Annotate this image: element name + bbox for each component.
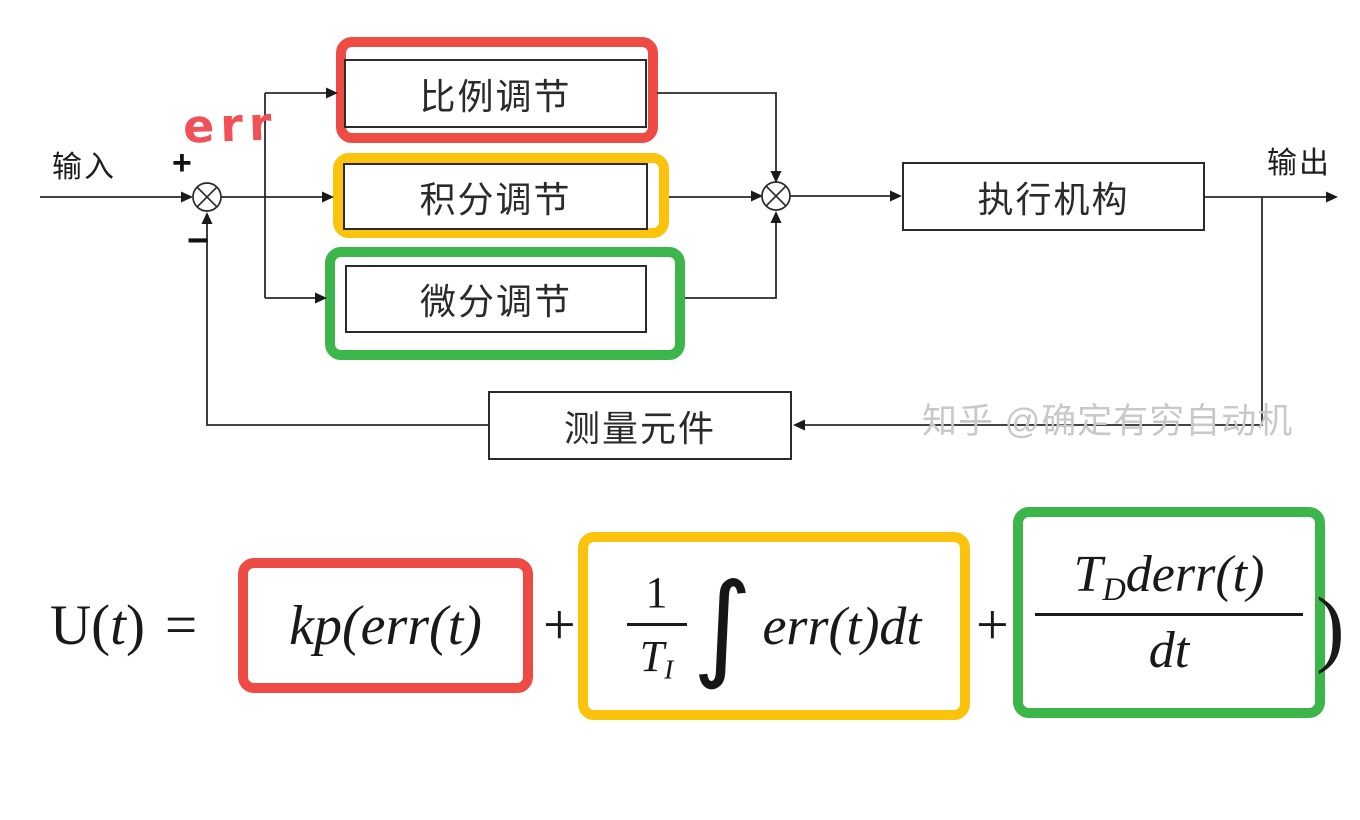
i-coefficient-fraction: 1 TI [626,567,687,686]
formula-closing-paren: ) [1316,579,1345,675]
p-term-highlight-red: kp(err(t) [238,558,533,693]
p-term: kp(err(t) [289,594,482,657]
minus-sign: − [187,220,210,262]
sensor-block: 测量元件 [488,391,792,460]
d-term-fraction: TDderr(t) dt [1035,545,1303,680]
i-term-integrand: err(t)dt [762,596,922,656]
derivative-block-label: 微分调节 [419,281,572,322]
actuator-block: 执行机构 [902,162,1205,231]
formula-plus-1: + [543,592,576,657]
summing-junction-output [761,181,791,211]
actuator-block-label: 执行机构 [977,178,1130,220]
formula-equals: = [164,594,198,657]
integral-block: 积分调节 [343,163,648,230]
formula-lhs-u: U( [50,594,111,657]
i-frac-den-base: T [639,631,665,681]
integral-sign: ∫ [692,559,753,693]
i-frac-numerator: 1 [645,567,668,617]
formula-lhs-close: ) [126,594,145,657]
i-frac-den-sub: I [664,654,674,685]
plus-sign: + [172,144,192,182]
i-term-highlight-yellow: 1 TI ∫ err(t)dt [578,532,970,720]
d-frac-bar [1035,613,1303,616]
formula-lhs: U(t) = [50,597,197,654]
error-annotation: err [182,96,279,154]
summing-junction-error [192,182,222,212]
proportional-highlight-red [336,37,658,143]
proportional-block: 比例调节 [344,59,647,128]
derivative-block: 微分调节 [345,265,647,333]
sensor-block-label: 测量元件 [563,407,716,449]
integral-highlight-yellow [333,153,669,238]
proportional-block-label: 比例调节 [419,75,572,117]
i-frac-bar [626,622,687,626]
watermark: 知乎 @确定有穷自动机 [922,402,1294,441]
d-num-base: T [1073,545,1103,603]
d-num-rest: derr(t) [1125,545,1265,603]
input-label: 输入 [52,151,116,184]
d-num-sub: D [1102,571,1126,607]
integral-block-label: 积分调节 [419,178,572,220]
d-denominator: dt [1148,622,1190,679]
formula-lhs-t: t [110,594,126,657]
d-term-highlight-green: TDderr(t) dt [1013,507,1325,718]
formula-plus-2: + [976,592,1009,657]
output-label: 输出 [1267,147,1331,180]
